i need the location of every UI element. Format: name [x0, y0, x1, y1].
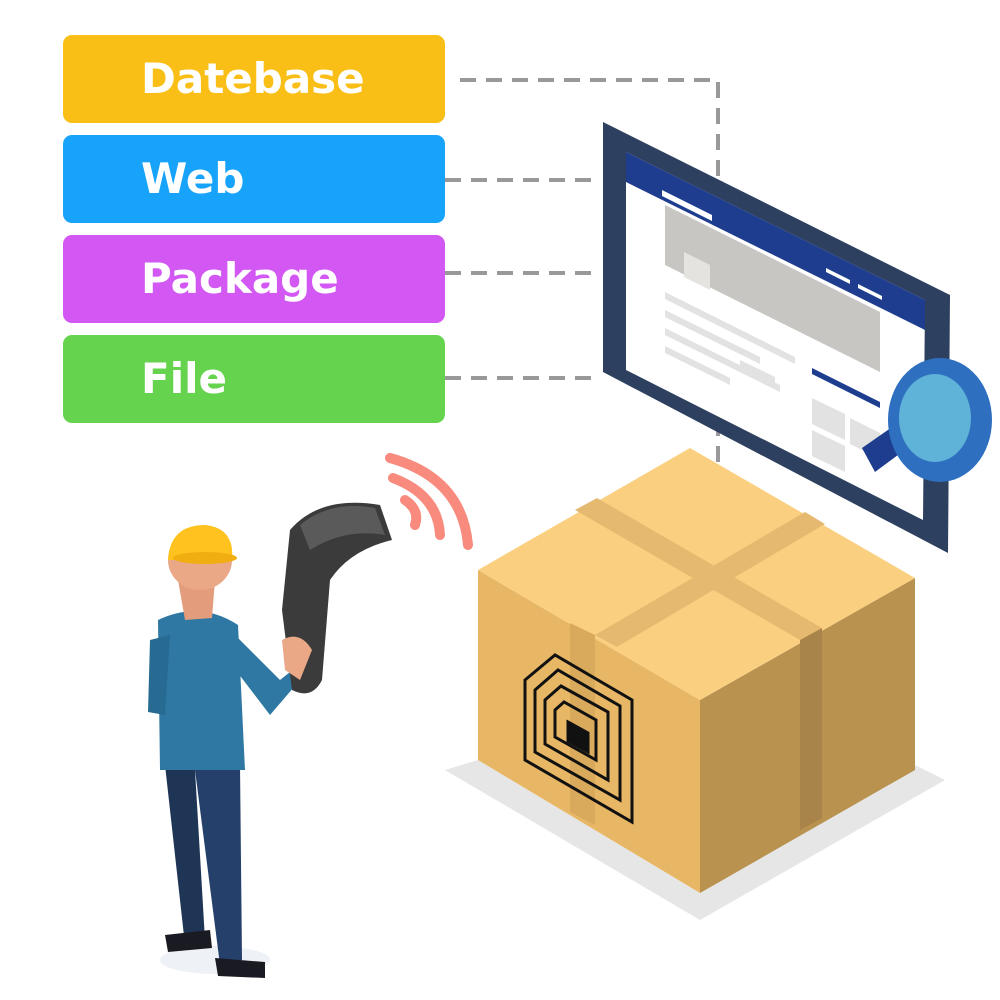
dashed-connectors	[445, 78, 720, 470]
monitor	[603, 122, 950, 553]
label-file: File	[63, 335, 445, 423]
screen-header	[626, 152, 925, 330]
label-package: Package	[63, 235, 445, 323]
label-database: Datebase	[63, 35, 445, 123]
rfid-tag-icon	[523, 653, 634, 825]
signal-waves-icon	[385, 453, 473, 550]
box-shadow	[445, 760, 945, 920]
label-web: Web	[63, 135, 445, 223]
worker	[148, 525, 300, 978]
barcode-scanner-icon	[282, 502, 392, 694]
magnifier-icon	[862, 358, 992, 482]
cardboard-box	[478, 448, 915, 893]
